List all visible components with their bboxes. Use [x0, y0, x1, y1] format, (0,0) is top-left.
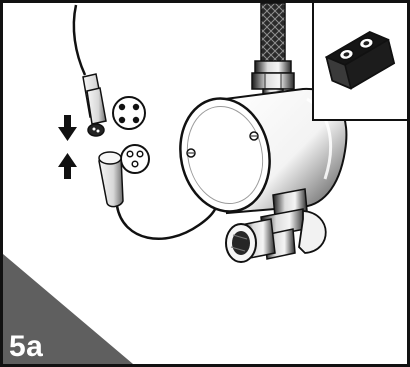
battery-connector-icon: [324, 30, 396, 90]
arrow-up-icon: [58, 153, 77, 179]
step-badge-triangle: [3, 254, 133, 364]
arrow-down-icon: [58, 115, 77, 141]
heater-end-cap: [179, 97, 271, 213]
socket-face-4pin: [112, 96, 146, 130]
cable-plug-upper: [82, 73, 107, 137]
braided-hose: [251, 3, 295, 104]
inset-detail-panel: [312, 3, 407, 121]
angle-valve: [225, 188, 327, 263]
cable-bottom: [115, 198, 218, 240]
cable-top: [72, 4, 87, 76]
wall-flange: [298, 210, 327, 254]
cable-plug-lower: [98, 151, 124, 208]
step-badge-background: [3, 254, 133, 364]
step-number-label: 5a: [9, 330, 44, 363]
plug-face-3pin: [120, 144, 150, 174]
